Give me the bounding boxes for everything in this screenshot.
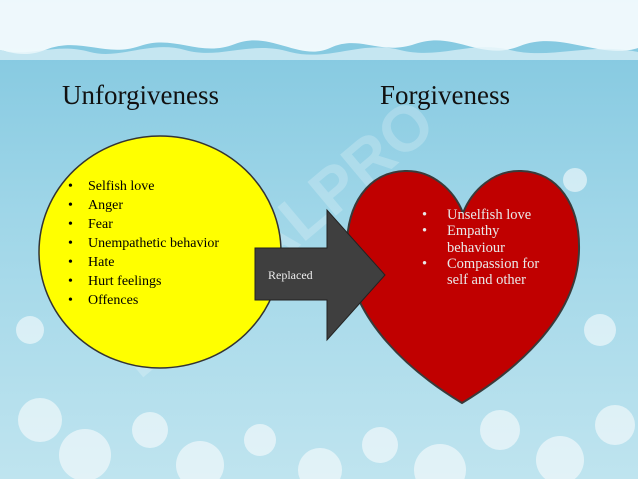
forgiveness-list: Unselfish love Empathy behaviour Compass… [422,207,552,288]
list-item: Unempathetic behavior [68,234,248,253]
list-item: Hurt feelings [68,272,248,291]
arrow-label: Replaced [268,268,313,282]
forgiveness-heading: Forgiveness [380,80,511,110]
top-wave-band [0,0,638,55]
flower-pattern [16,168,635,479]
replaced-arrow [254,208,386,342]
list-item: Empathy behaviour [422,223,552,256]
list-item: Fear [68,215,248,234]
list-item: Selfish love [68,177,248,196]
list-item: Anger [68,196,248,215]
list-item: Unselfish love [422,207,552,224]
unforgiveness-heading: Unforgiveness [62,80,219,110]
unforgiveness-list: Selfish love Anger Fear Unempathetic beh… [68,177,248,310]
top-wave-shadow [0,47,638,60]
list-item: Offences [68,291,248,310]
list-item: Hate [68,253,248,272]
list-item: Compassion for self and other [422,256,552,289]
